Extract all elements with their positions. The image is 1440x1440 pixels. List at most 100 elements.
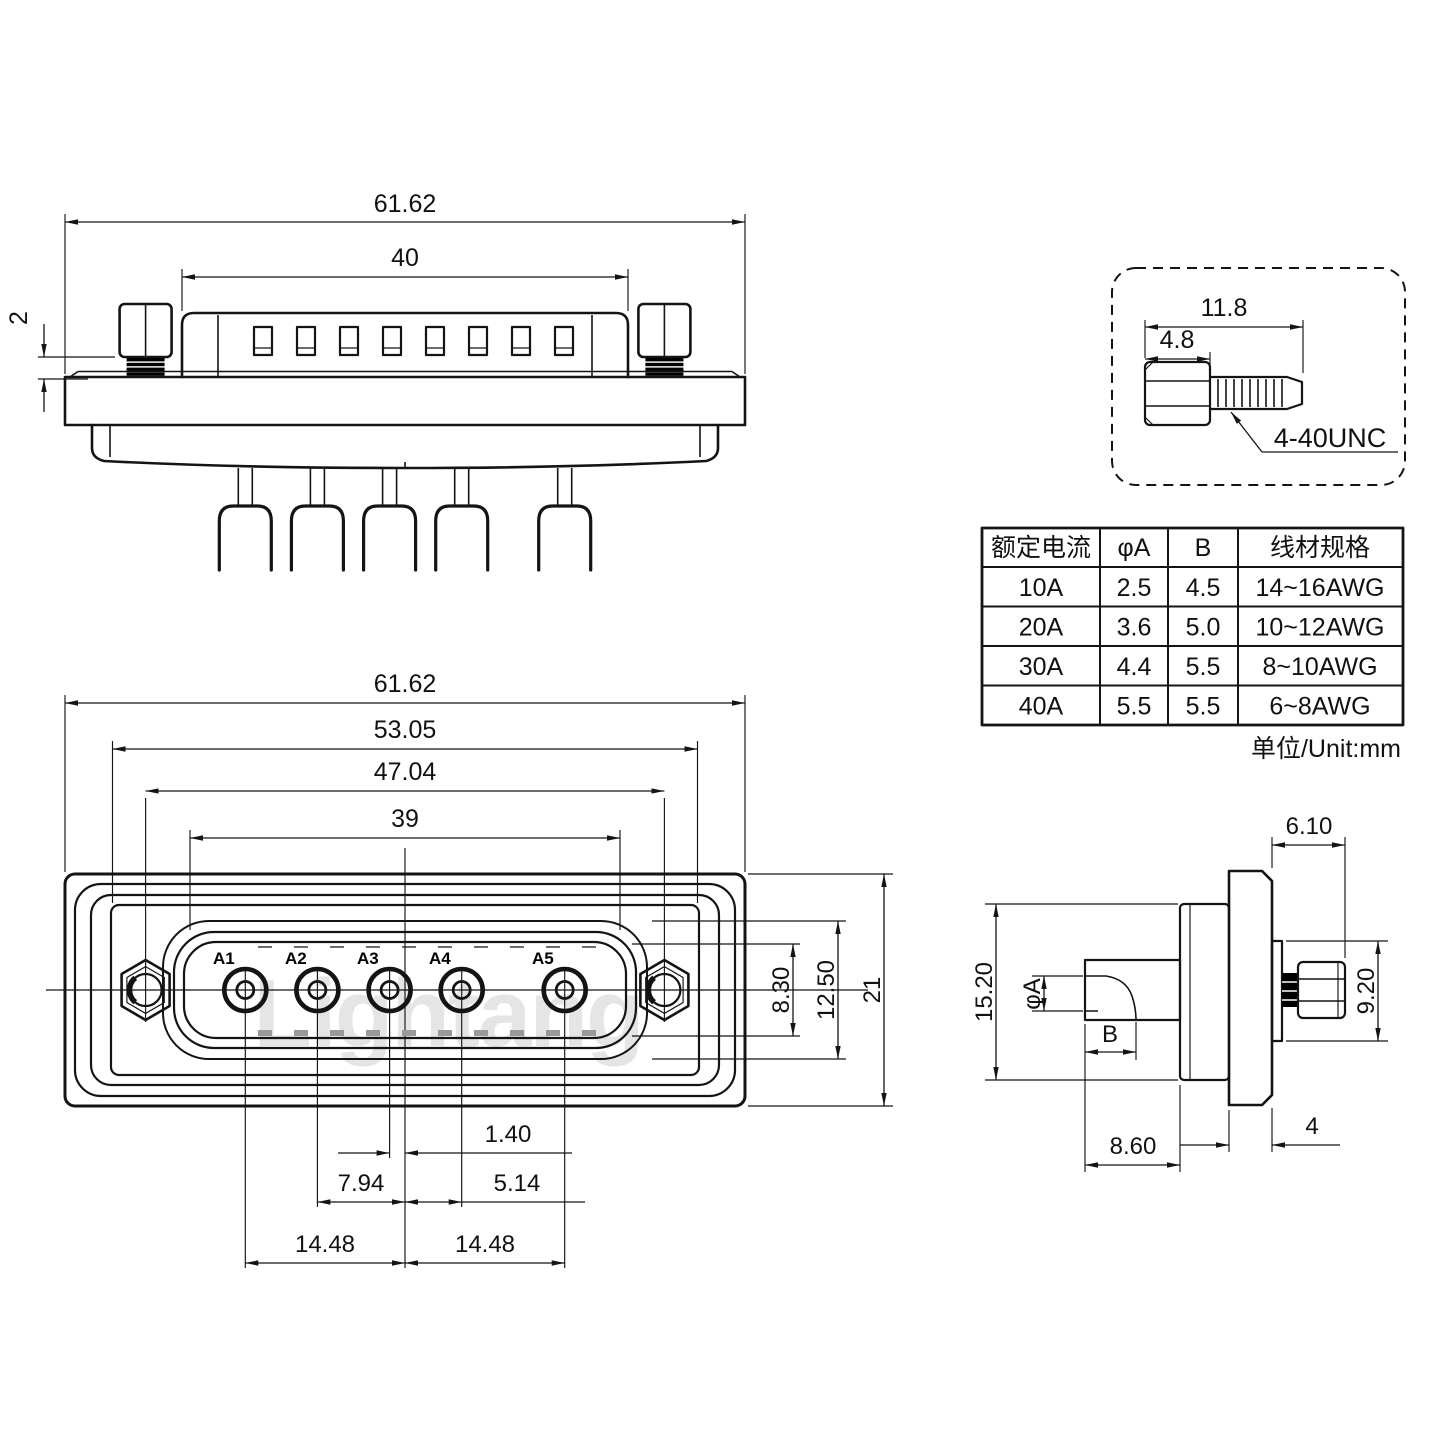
front-dim-a5-offset: 14.48 — [405, 1231, 565, 1266]
detail-screw-thread — [1210, 375, 1304, 411]
side-thread — [1282, 973, 1298, 1007]
front-dim-total-height: 21 — [748, 873, 893, 1107]
front-view: A1 A2 A3 A4 A5 61.62 53.05 47.04 39 — [46, 670, 893, 1268]
front-right-hex-nut — [639, 798, 690, 1022]
svg-text:12.50: 12.50 — [813, 960, 840, 1020]
side-rear-boss — [1270, 939, 1284, 1043]
svg-text:B: B — [1102, 1021, 1118, 1048]
top-dim-shell-label: 40 — [391, 244, 419, 272]
svg-text:1.40: 1.40 — [485, 1121, 532, 1148]
svg-text:30A: 30A — [1019, 653, 1064, 681]
detail-dim-head-label: 4.8 — [1160, 326, 1195, 354]
side-dim-nut-length: 6.10 — [1271, 813, 1346, 958]
front-dim-screw-spacing: 47.04 — [145, 758, 665, 794]
svg-text:3.6: 3.6 — [1117, 614, 1152, 642]
svg-text:21: 21 — [859, 977, 886, 1004]
svg-text:4.4: 4.4 — [1117, 653, 1152, 681]
table-row: 20A 3.6 5.0 10~12AWG — [1019, 614, 1385, 642]
front-dim-a4-offset: 5.14 — [405, 1170, 585, 1205]
pin-label-a1: A1 — [213, 949, 235, 968]
table-header-b: B — [1195, 534, 1212, 562]
svg-text:5.0: 5.0 — [1186, 614, 1221, 642]
top-view: 61.62 40 2 — [5, 190, 747, 572]
svg-text:9.20: 9.20 — [1353, 968, 1380, 1015]
top-left-jackscrew — [118, 302, 173, 376]
front-dim-opening-height: 8.30 — [632, 943, 800, 1037]
table-row: 30A 4.4 5.5 8~10AWG — [1019, 653, 1378, 681]
side-wire-barrel — [1083, 958, 1182, 1022]
svg-text:5.5: 5.5 — [1186, 693, 1221, 721]
side-dim-flange-thickness: 4 — [1180, 1108, 1340, 1152]
top-dim-width: 61.62 — [64, 190, 746, 374]
svg-text:10~12AWG: 10~12AWG — [1255, 614, 1384, 642]
svg-text:5.14: 5.14 — [494, 1170, 541, 1197]
front-dshell-inner — [182, 940, 628, 1040]
detail-screw-head — [1143, 360, 1212, 427]
side-dim-wire-depth: B — [1085, 1021, 1137, 1060]
table-header-current: 额定电流 — [991, 534, 1091, 562]
front-outer-flange — [63, 872, 747, 1108]
svg-text:8~10AWG: 8~10AWG — [1262, 653, 1377, 681]
svg-text:5.5: 5.5 — [1117, 693, 1152, 721]
front-dim-boss-height: 12.50 — [652, 920, 846, 1060]
side-dim-boss-height: 9.20 — [1286, 940, 1388, 1042]
screw-detail: 11.8 4.8 4-40UNC — [1111, 267, 1406, 486]
pin-label-a4: A4 — [429, 949, 451, 968]
svg-text:7.94: 7.94 — [338, 1170, 385, 1197]
pin-label-a3: A3 — [357, 949, 379, 968]
side-hex-nut — [1296, 960, 1347, 1020]
svg-text:2.5: 2.5 — [1117, 574, 1152, 602]
svg-text:8.60: 8.60 — [1110, 1133, 1157, 1160]
svg-text:15.20: 15.20 — [971, 962, 998, 1022]
top-dim-standoff-label: 2 — [5, 311, 33, 325]
top-flange — [63, 375, 747, 427]
svg-text:53.05: 53.05 — [374, 716, 437, 744]
side-dim-barrel-length: 8.60 — [1084, 1024, 1181, 1172]
detail-dim-length-label: 11.8 — [1201, 294, 1248, 322]
top-dim-shell: 40 — [181, 244, 629, 311]
svg-text:8.30: 8.30 — [768, 967, 795, 1014]
svg-text:14.48: 14.48 — [295, 1231, 355, 1258]
top-insulator — [90, 423, 720, 470]
side-view: 6.10 15.20 φA B 9.20 8.60 — [971, 813, 1388, 1172]
top-shell-body — [180, 311, 630, 379]
front-dim-a1-offset: 14.48 — [245, 1231, 405, 1266]
side-flange — [1227, 869, 1274, 1107]
front-dim-panel: 53.05 — [111, 716, 699, 903]
front-left-hex-nut — [120, 798, 171, 1022]
svg-text:14~16AWG: 14~16AWG — [1255, 574, 1384, 602]
table-header-wire: 线材规格 — [1270, 534, 1370, 562]
front-panel — [109, 903, 701, 1077]
svg-text:47.04: 47.04 — [374, 758, 437, 786]
svg-text:40A: 40A — [1019, 693, 1064, 721]
front-retention-ticks — [258, 946, 596, 1036]
front-dim-a2-offset: 7.94 — [317, 1170, 405, 1205]
top-dim-standoff: 2 — [5, 311, 115, 412]
front-dim-a3-offset: 1.40 — [338, 1121, 572, 1156]
svg-text:5.5: 5.5 — [1186, 653, 1221, 681]
detail-boundary — [1111, 267, 1406, 486]
svg-text:10A: 10A — [1019, 574, 1064, 602]
top-right-jackscrew — [637, 302, 692, 376]
svg-text:14.48: 14.48 — [455, 1231, 515, 1258]
svg-text:6.10: 6.10 — [1286, 813, 1333, 840]
top-crimp-barrels — [217, 468, 593, 572]
table-row: 40A 5.5 5.5 6~8AWG — [1019, 693, 1371, 721]
side-dim-wire-diameter: φA — [1019, 975, 1083, 1012]
detail-thread-label: 4-40UNC — [1274, 423, 1387, 453]
svg-text:4.5: 4.5 — [1186, 574, 1221, 602]
top-dim-width-label: 61.62 — [374, 190, 437, 218]
svg-text:φA: φA — [1019, 978, 1046, 1010]
side-insulator-body — [1178, 902, 1231, 1082]
svg-text:4: 4 — [1305, 1113, 1318, 1140]
table-header-dia: φA — [1118, 534, 1151, 562]
front-dshell-outer — [172, 930, 638, 1050]
table-row: 10A 2.5 4.5 14~16AWG — [1019, 574, 1385, 602]
svg-text:39: 39 — [391, 805, 419, 833]
table-unit-note: 单位/Unit:mm — [1251, 735, 1401, 763]
front-pins: A1 A2 A3 A4 A5 — [213, 949, 589, 1268]
pin-label-a5: A5 — [532, 949, 554, 968]
svg-text:61.62: 61.62 — [374, 670, 437, 698]
front-dim-width: 61.62 — [64, 670, 746, 872]
svg-text:6~8AWG: 6~8AWG — [1269, 693, 1370, 721]
